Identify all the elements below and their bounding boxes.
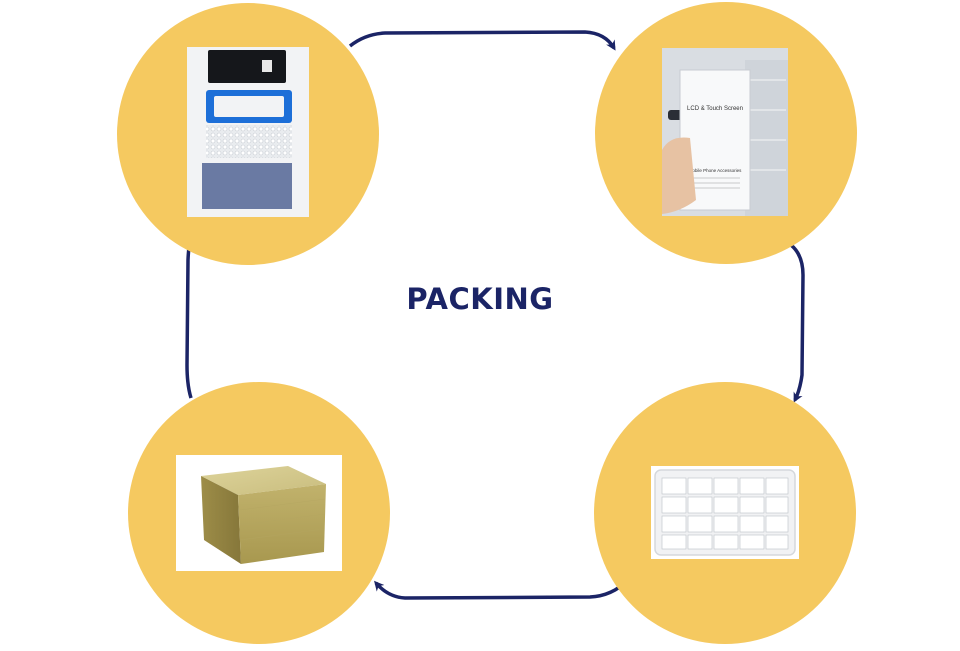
step-3-node — [128, 382, 390, 644]
retail-box-heading: LCD & Touch Screen — [687, 106, 743, 112]
arrow-step4-to-step3 — [374, 578, 630, 600]
step-2-node: LCD & Touch Screen Mobile Phone Accessor… — [595, 2, 857, 264]
phone-screen-parts-photo — [187, 47, 309, 217]
diagram-title: PACKING — [406, 282, 554, 316]
carton-box-photo — [176, 455, 342, 571]
arrow-step1-to-step2 — [348, 30, 616, 51]
step-1-node — [117, 3, 379, 265]
arrow-step2-to-step4 — [789, 243, 805, 403]
retail-box-in-hand-photo: LCD & Touch Screen Mobile Phone Accessor… — [662, 48, 788, 216]
tray-box-grid — [661, 477, 789, 550]
step-4-node — [594, 382, 856, 644]
retail-box-subheading: Mobile Phone Accessories — [689, 168, 743, 173]
boxes-in-foam-tray-photo — [651, 466, 799, 559]
